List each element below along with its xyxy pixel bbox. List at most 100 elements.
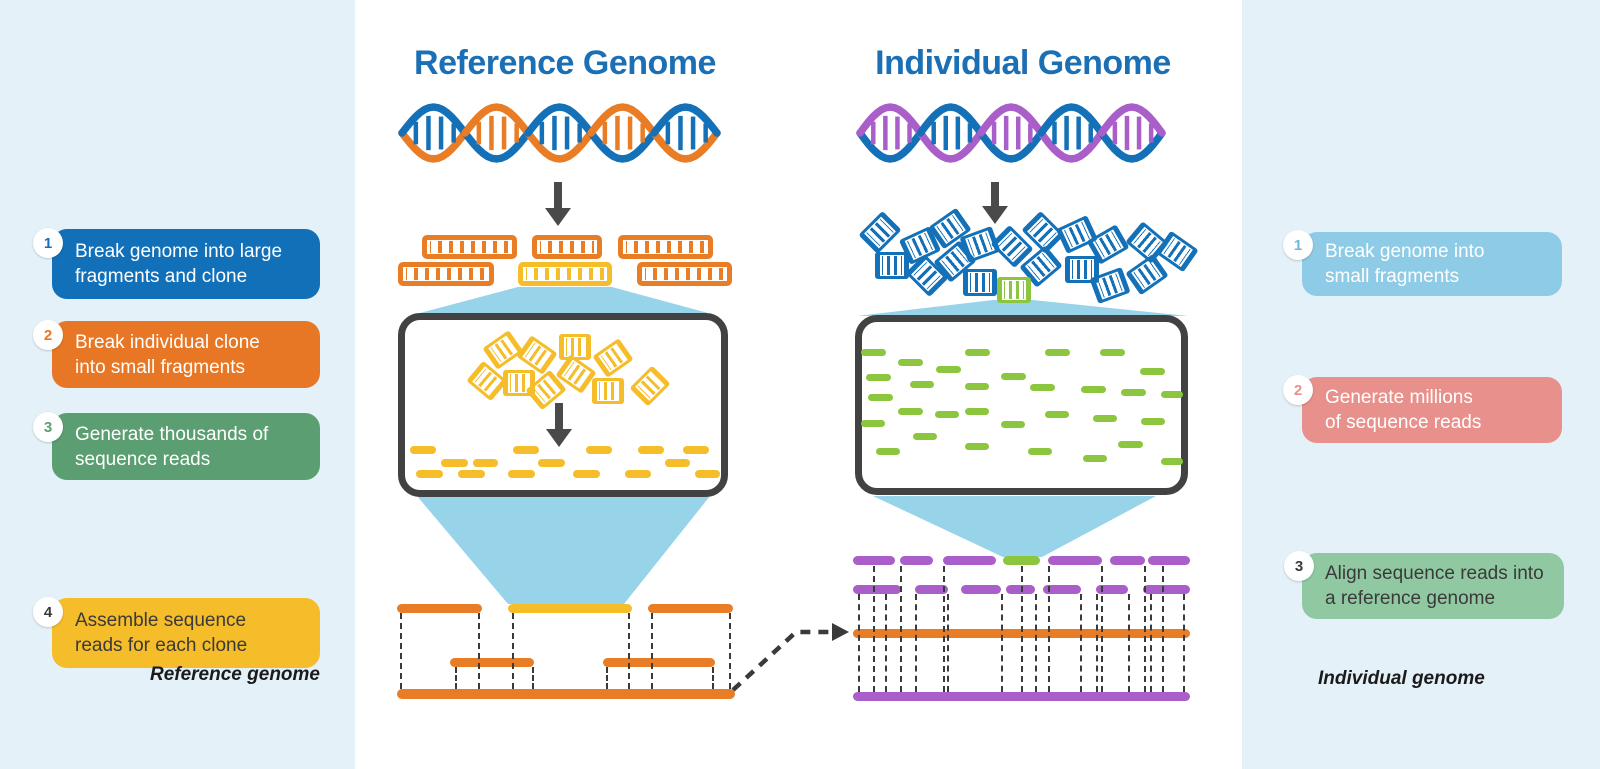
small-dna-fragment-icon [963, 269, 997, 296]
sequence-read-dash [695, 470, 720, 478]
step-badge: 3 [33, 412, 63, 442]
sequence-read-dash [586, 446, 612, 454]
step-number: 2 [1293, 381, 1303, 399]
individual-genome-line [853, 692, 1190, 701]
dna-strand [977, 129, 1045, 163]
assembled-read-segment [603, 658, 715, 667]
sequence-read-dash [508, 470, 535, 478]
alignment-dashed-line [1096, 594, 1098, 692]
aligned-read-segment [1143, 585, 1190, 594]
sequence-read-dash [1045, 411, 1069, 418]
step-right-3: Align sequence reads into a reference gen… [1302, 553, 1564, 619]
sequence-read-dash [1100, 349, 1125, 356]
sequence-read-dash [683, 446, 709, 454]
aligned-read-segment [1096, 585, 1128, 594]
dna-strand [398, 129, 469, 163]
sequence-read-dash [441, 459, 468, 467]
alignment-dashed-line [712, 667, 714, 689]
aligned-read-segment [900, 556, 933, 565]
individual-genome-title: Individual Genome [875, 44, 1171, 82]
dna-fragment-icon [618, 235, 713, 259]
step-text: a reference genome [1325, 588, 1496, 609]
step-text: fragments and clone [75, 266, 248, 287]
sequence-read-dash [868, 394, 893, 401]
alignment-dashed-line [885, 594, 887, 692]
aligned-read-segment [1110, 556, 1145, 565]
sequence-read-dash [1030, 384, 1055, 391]
sequence-read-dash [1083, 455, 1107, 462]
alignment-dashed-line [455, 667, 457, 689]
aligned-read-segment [915, 585, 948, 594]
sequence-read-dash [876, 448, 900, 455]
dna-strand [461, 129, 532, 163]
dna-strand [916, 103, 985, 137]
sequence-read-dash [1081, 386, 1106, 393]
sequence-read-dash [913, 433, 937, 440]
sequence-read-dash [1001, 421, 1025, 428]
aligned-read-segment [1148, 556, 1190, 565]
sequence-read-dash [898, 408, 923, 415]
dna-fragment-icon [518, 262, 612, 286]
dna-strand [1097, 103, 1166, 137]
alignment-dashed-line [915, 594, 917, 692]
step-text: Break individual clone [75, 331, 260, 353]
aligned-read-segment [961, 585, 1001, 594]
dna-strand [1037, 103, 1106, 137]
alignment-dashed-line [532, 667, 534, 689]
step-text: Align sequence reads into [1325, 563, 1544, 584]
dna-strand [916, 129, 985, 163]
sequence-read-dash [416, 470, 443, 478]
sequence-read-dash [1093, 415, 1117, 422]
alignment-dashed-line [1162, 566, 1164, 692]
alignment-dashed-line [900, 566, 902, 692]
sequence-read-dash [936, 366, 961, 373]
alignment-dashed-line [1101, 566, 1103, 692]
step-number: 4 [43, 603, 53, 621]
alignment-dashed-line [512, 613, 514, 689]
dna-strand [856, 103, 925, 137]
sequence-read-dash [513, 446, 539, 454]
step-text: reads for each clone [75, 635, 248, 656]
dna-fragment-icon [637, 262, 732, 286]
step-number: 1 [43, 234, 53, 252]
dna-strand [398, 103, 469, 137]
dna-strand [977, 103, 1045, 137]
step-number: 3 [43, 418, 53, 436]
alignment-dashed-line [400, 613, 402, 689]
sequence-read-dash [965, 443, 989, 450]
alignment-dashed-line [478, 613, 480, 689]
assembled-read-segment [508, 604, 632, 613]
dna-fragment-icon [532, 235, 602, 259]
individual-magnifier-box [855, 315, 1188, 495]
alignment-dashed-line [1150, 594, 1152, 692]
sequence-read-dash [935, 411, 959, 418]
reference-genome-caption: Reference genome [149, 664, 320, 685]
reference-genome-title: Reference Genome [414, 44, 716, 82]
sequence-read-dash [573, 470, 600, 478]
sequence-read-dash [898, 359, 923, 366]
step-text: Break genome into [1325, 241, 1485, 262]
sequence-read-dash [1028, 448, 1052, 455]
step-text: small fragments [1325, 266, 1460, 287]
sequence-read-dash [458, 470, 485, 478]
green-dna-fragment-icon [997, 277, 1031, 303]
alignment-dashed-line [1035, 594, 1037, 692]
aligned-read-segment [853, 585, 901, 594]
sequence-read-dash [861, 349, 886, 356]
sequence-read-dash [473, 459, 498, 467]
step-number: 1 [1293, 236, 1303, 254]
sequence-read-dash [965, 383, 989, 390]
dna-fragment-icon [398, 262, 494, 286]
alignment-dashed-line [947, 594, 949, 692]
individual-lower-magnifier-funnel [873, 496, 1156, 557]
dna-strand [524, 129, 595, 163]
aligned-read-segment [943, 556, 996, 565]
alignment-dashed-line [651, 613, 653, 689]
sequence-read-dash [965, 408, 989, 415]
dna-strand [587, 129, 658, 163]
